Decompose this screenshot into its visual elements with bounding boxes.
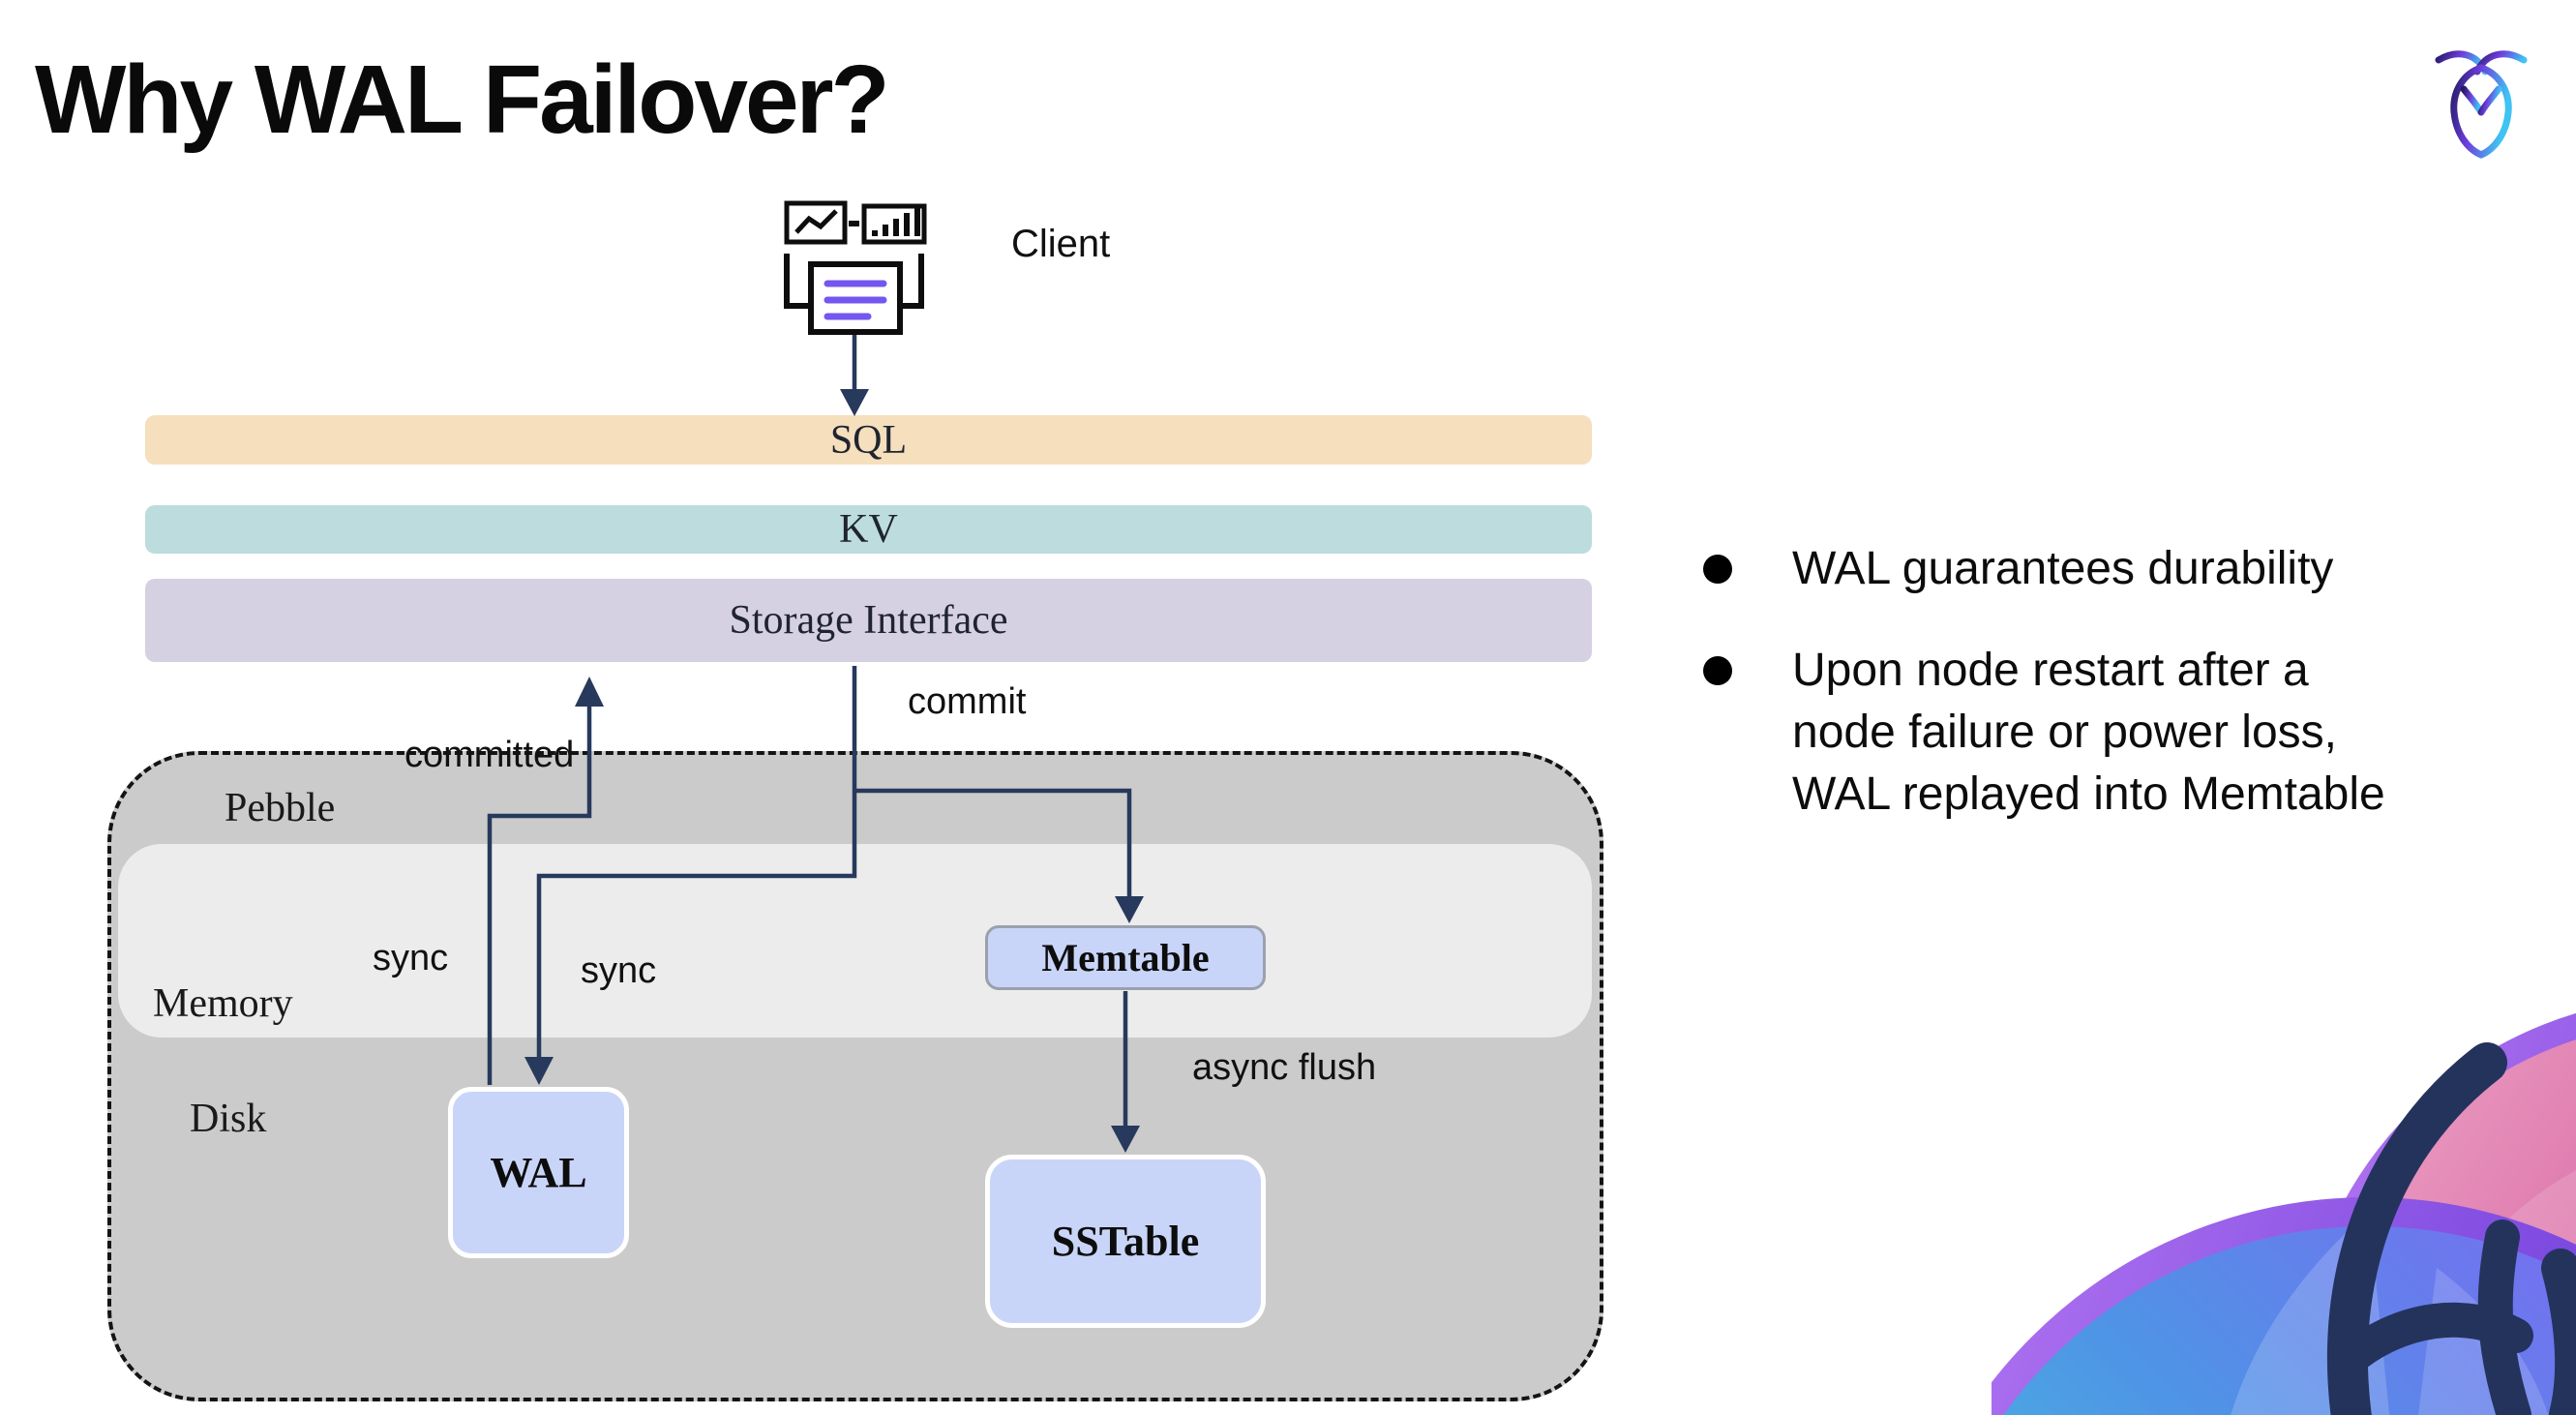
memory-label: Memory [153, 981, 293, 1026]
wal-node: WAL [448, 1087, 629, 1258]
async-flush-edge-label: async flush [1192, 1047, 1377, 1088]
layer-bar-sql: SQL [145, 415, 1592, 465]
bullet-2-line-3: WAL replayed into Memtable [1792, 768, 2385, 820]
bullet-2-line-1: Upon node restart after a [1792, 645, 2309, 696]
layer-bar-kv: KV [145, 505, 1592, 554]
disk-label: Disk [190, 1097, 267, 1141]
sstable-node: SSTable [985, 1155, 1266, 1328]
sync-left-edge-label: sync [373, 938, 449, 978]
sstable-label: SSTable [1051, 1218, 1200, 1265]
bullet-1-line-1: WAL guarantees durability [1792, 543, 2334, 594]
memtable-label: Memtable [1041, 936, 1210, 979]
client-workstation-icon [784, 200, 927, 335]
cockroachdb-sphere-artwork [1992, 1013, 2576, 1415]
list-item: WAL guarantees durability [1703, 538, 2555, 600]
list-item: Upon node restart after a node failure o… [1703, 640, 2555, 826]
memtable-node: Memtable [985, 925, 1266, 990]
layer-bar-storage-interface: Storage Interface [145, 579, 1592, 662]
bullet-list: WAL guarantees durability Upon node rest… [1703, 538, 2555, 865]
cockroachdb-logo-icon [2435, 50, 2528, 159]
bullet-icon [1703, 656, 1732, 685]
commit-edge-label: commit [908, 681, 1027, 722]
pebble-label: Pebble [225, 786, 336, 830]
wal-label: WAL [490, 1149, 587, 1196]
bullet-2-line-2: node failure or power loss, [1792, 707, 2337, 758]
layer-bar-kv-label: KV [839, 507, 898, 552]
committed-edge-label: committed [404, 735, 575, 775]
sync-right-edge-label: sync [581, 950, 657, 991]
memory-band [118, 844, 1592, 1038]
bullet-icon [1703, 555, 1732, 584]
layer-bar-storage-label: Storage Interface [729, 598, 1008, 643]
layer-bar-sql-label: SQL [829, 417, 908, 463]
page-title: Why WAL Failover? [35, 45, 890, 154]
client-label: Client [1011, 223, 1111, 265]
